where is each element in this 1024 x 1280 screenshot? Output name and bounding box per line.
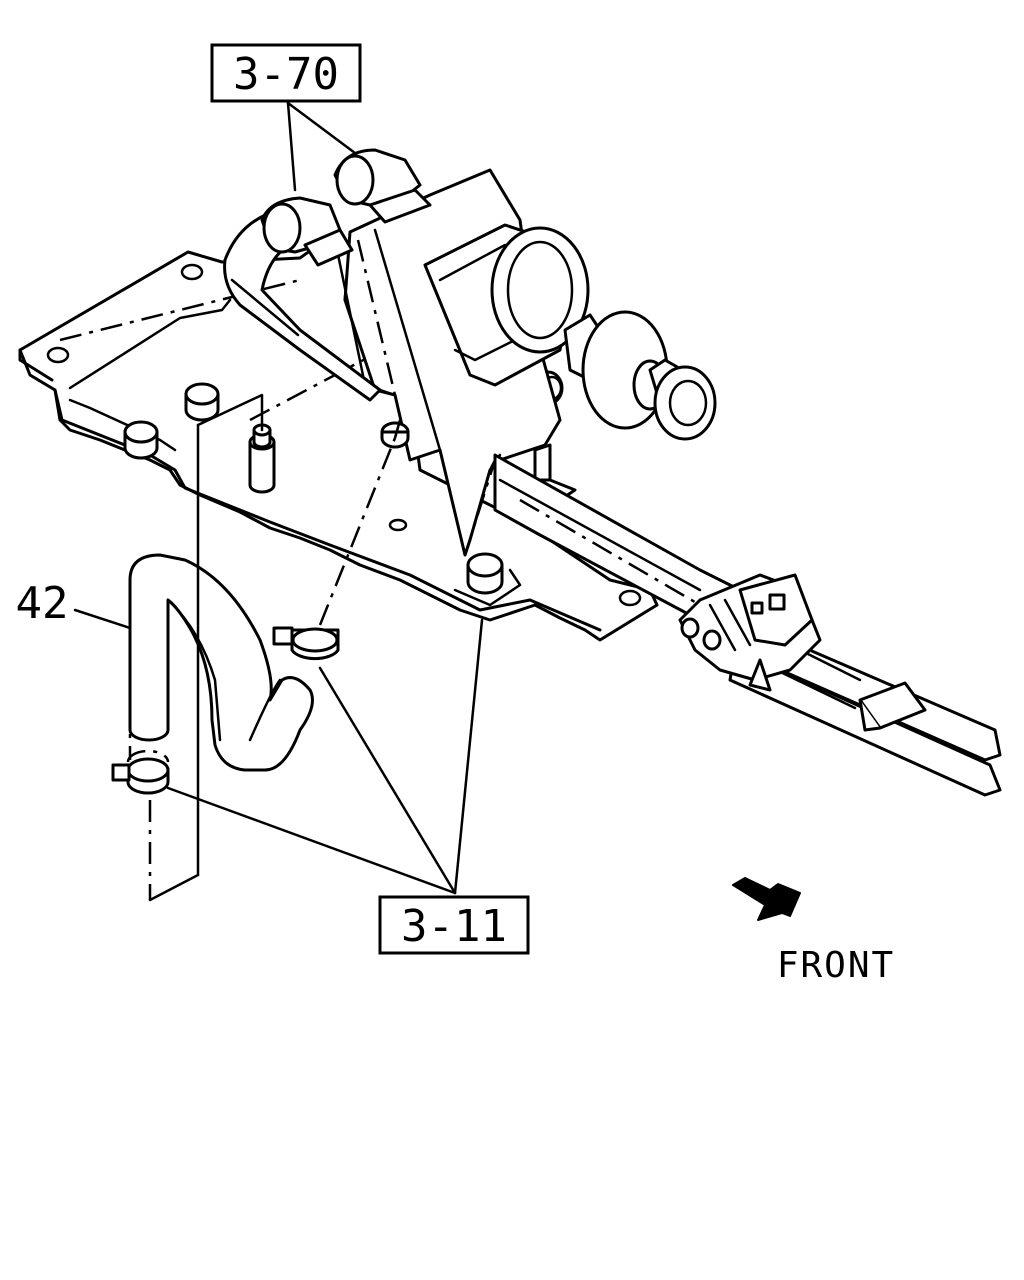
callout-3-70: 3-70 xyxy=(210,43,362,103)
pipe-nipple xyxy=(248,423,276,494)
front-label: FRONT xyxy=(777,945,895,986)
callout-42-label: 42 xyxy=(16,578,69,629)
bolt xyxy=(453,552,522,607)
front-arrow-icon xyxy=(732,877,801,921)
hose-end xyxy=(303,148,432,267)
leader-lines xyxy=(73,101,497,902)
hose-clamp xyxy=(111,749,170,795)
frame-rail xyxy=(493,453,742,617)
hose-clamp xyxy=(272,626,340,661)
bolt xyxy=(123,420,159,460)
line-connector xyxy=(678,573,822,692)
bolt xyxy=(184,382,220,422)
callout-3-11-label: 3-11 xyxy=(401,901,507,952)
hose-42 xyxy=(128,553,314,772)
vacuum-hose xyxy=(223,198,382,402)
callout-3-11: 3-11 xyxy=(378,895,530,955)
vacuum-valve xyxy=(423,223,717,441)
callout-3-70-label: 3-70 xyxy=(233,49,339,100)
